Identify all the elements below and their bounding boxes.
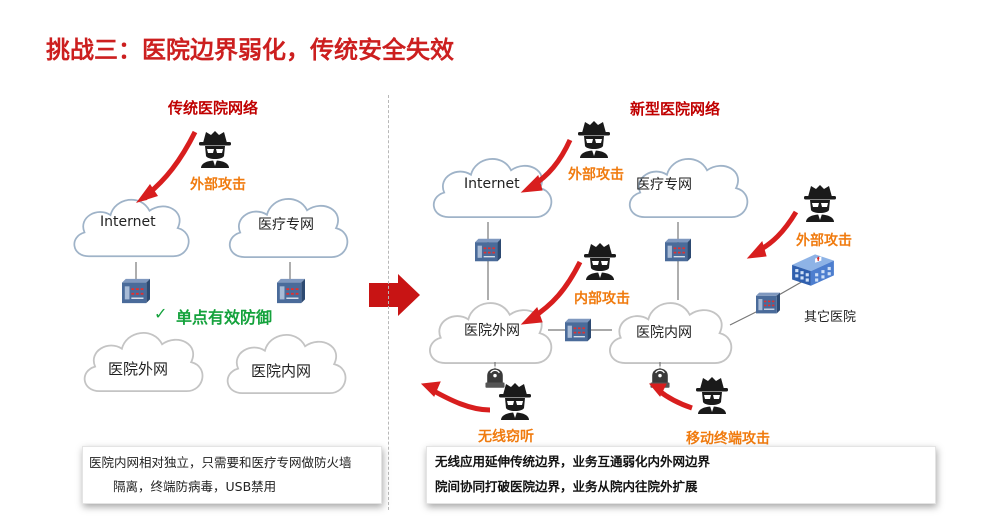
left-attack-external-label: 外部攻击 (190, 177, 246, 193)
right-cloud-internet-label: Internet (464, 176, 520, 192)
wireless-eavesdrop-label: 无线窃听 (478, 429, 534, 445)
right-attack-internal-label: 内部攻击 (574, 291, 630, 307)
hacker-icon (584, 243, 616, 280)
right-cloud-inner-label: 医院内网 (636, 325, 692, 341)
checkmark-icon: ✓ (154, 304, 168, 323)
hacker-icon (696, 377, 728, 414)
left-cloud-medical-private-label: 医疗专网 (258, 217, 314, 233)
left-description-line2: 隔离，终端防病毒，USB禁用 (113, 479, 277, 494)
arrow-icon (420, 138, 799, 413)
right-heading: 新型医院网络 (630, 100, 721, 118)
right-cloud-medical-private-label: 医疗专网 (636, 177, 692, 193)
arrow-icon (369, 274, 420, 316)
firewall-icon (122, 278, 150, 304)
right-attack-external-label-1: 外部攻击 (568, 167, 624, 183)
right-attack-external-label-2: 外部攻击 (796, 233, 852, 249)
hacker-icon (578, 121, 610, 158)
mobile-attack-label: 移动终端攻击 (686, 431, 770, 447)
arrow-icon (146, 130, 198, 196)
firewall-icon (665, 238, 691, 262)
section-divider (388, 95, 389, 510)
single-defense-label: 单点有效防御 (176, 308, 273, 327)
left-cloud-internet-label: Internet (100, 214, 156, 230)
firewall-icon (756, 292, 780, 314)
right-cloud-outer-label: 医院外网 (464, 323, 520, 339)
firewall-icon (565, 318, 591, 342)
left-cloud-outer-label: 医院外网 (108, 360, 169, 378)
left-cloud-inner-label: 医院内网 (251, 362, 312, 380)
right-description-line2: 院间协同打破医院边界，业务从院内往院外扩展 (435, 479, 698, 494)
hacker-icon (199, 131, 231, 168)
other-hospital-label: 其它医院 (804, 310, 857, 325)
firewall-icon (475, 238, 501, 262)
right-description-line1: 无线应用延伸传统边界，业务互通弱化内外网边界 (435, 454, 711, 469)
firewall-icon (277, 278, 305, 304)
left-description-line1: 医院内网相对独立，只需要和医疗专网做防火墙 (89, 455, 352, 470)
left-heading: 传统医院网络 (168, 99, 259, 117)
left-description-box: 医院内网相对独立，只需要和医疗专网做防火墙 隔离，终端防病毒，USB禁用 (82, 446, 382, 504)
hacker-icon (804, 185, 836, 222)
hacker-icon (499, 383, 531, 420)
hospital-building-icon (791, 253, 835, 286)
right-description-box: 无线应用延伸传统边界，业务互通弱化内外网边界 院间协同打破医院边界，业务从院内往… (426, 446, 936, 504)
page-title: 挑战三：医院边界弱化，传统安全失效 (46, 36, 454, 64)
wifi-ap-icon (484, 366, 506, 388)
